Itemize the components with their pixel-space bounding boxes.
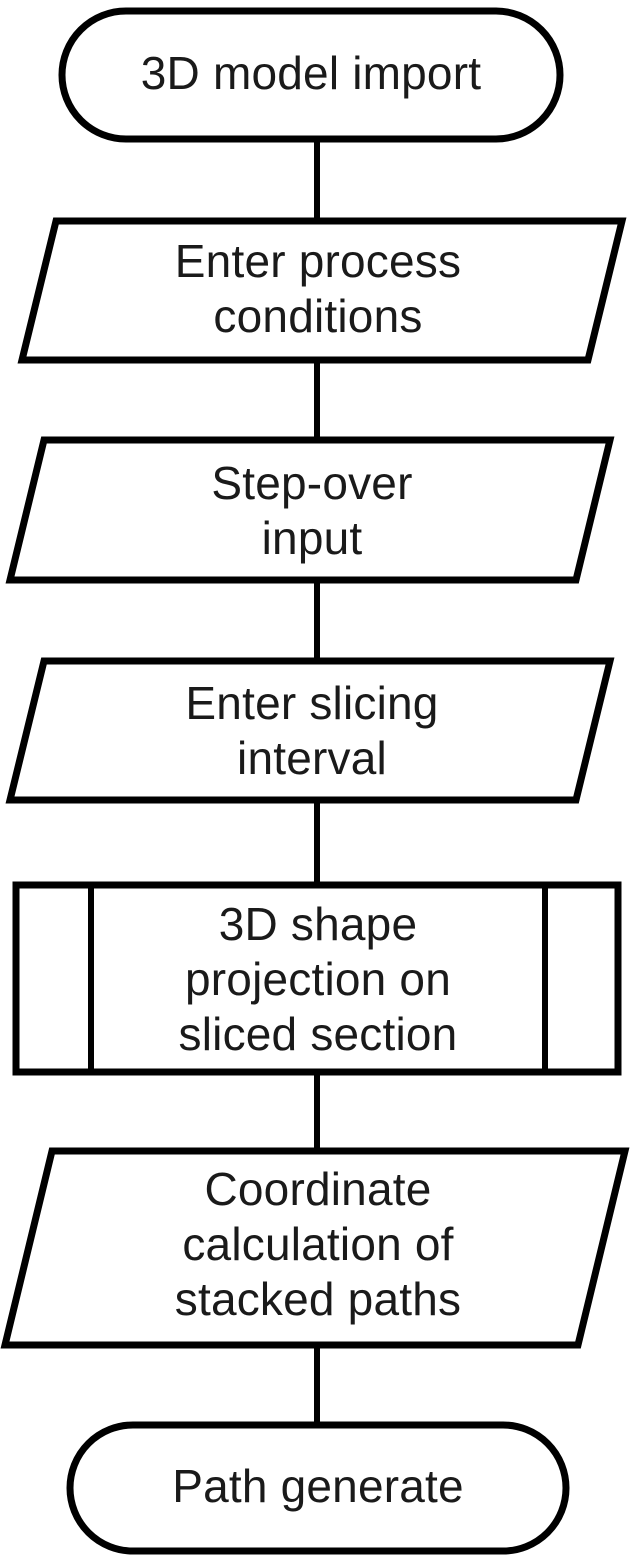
node-3d-model-import-label-line-1: 3D model import — [141, 47, 481, 99]
node-coordinate-calculation-shape — [0, 1147, 630, 1349]
node-enter-slicing-interval[interactable]: Enter slicing interval — [5, 657, 615, 804]
node-3d-shape-projection-label-line-1: 3D shape — [219, 898, 418, 950]
node-coordinate-calculation-label-line-2: calculation of — [182, 1218, 453, 1270]
node-enter-slicing-interval-label-line-2: interval — [237, 732, 387, 784]
node-step-over-input-label-line-1: Step-over — [211, 457, 412, 509]
node-coordinate-calculation[interactable]: Coordinate calculation of stacked paths — [0, 1147, 630, 1349]
node-3d-shape-projection-label-line-2: projection on — [185, 953, 451, 1005]
node-path-generate[interactable]: Path generate — [66, 1421, 570, 1555]
node-3d-shape-projection-label-line-3: sliced section — [179, 1008, 458, 1060]
node-3d-model-import[interactable]: 3D model import — [58, 7, 564, 143]
node-enter-process-conditions-label-line-1: Enter process — [175, 235, 461, 287]
node-step-over-input[interactable]: Step-over input — [5, 436, 615, 584]
node-3d-shape-projection[interactable]: 3D shape projection on sliced section — [12, 881, 622, 1076]
node-3d-shape-projection-shape — [12, 881, 622, 1076]
node-coordinate-calculation-label-line-1: Coordinate — [204, 1163, 431, 1215]
node-step-over-input-shape — [5, 436, 615, 584]
node-path-generate-shape — [66, 1421, 570, 1555]
node-enter-slicing-interval-label-line-1: Enter slicing — [185, 677, 438, 729]
node-enter-process-conditions-shape — [17, 217, 627, 364]
node-coordinate-calculation-label-line-3: stacked paths — [175, 1273, 461, 1325]
node-step-over-input-label-line-2: input — [262, 512, 363, 564]
node-enter-process-conditions-label-line-2: conditions — [213, 290, 422, 342]
node-path-generate-label-line-1: Path generate — [172, 1460, 464, 1512]
node-3d-model-import-shape — [58, 7, 564, 143]
node-enter-process-conditions[interactable]: Enter process conditions — [17, 217, 627, 364]
node-enter-slicing-interval-shape — [5, 657, 615, 804]
